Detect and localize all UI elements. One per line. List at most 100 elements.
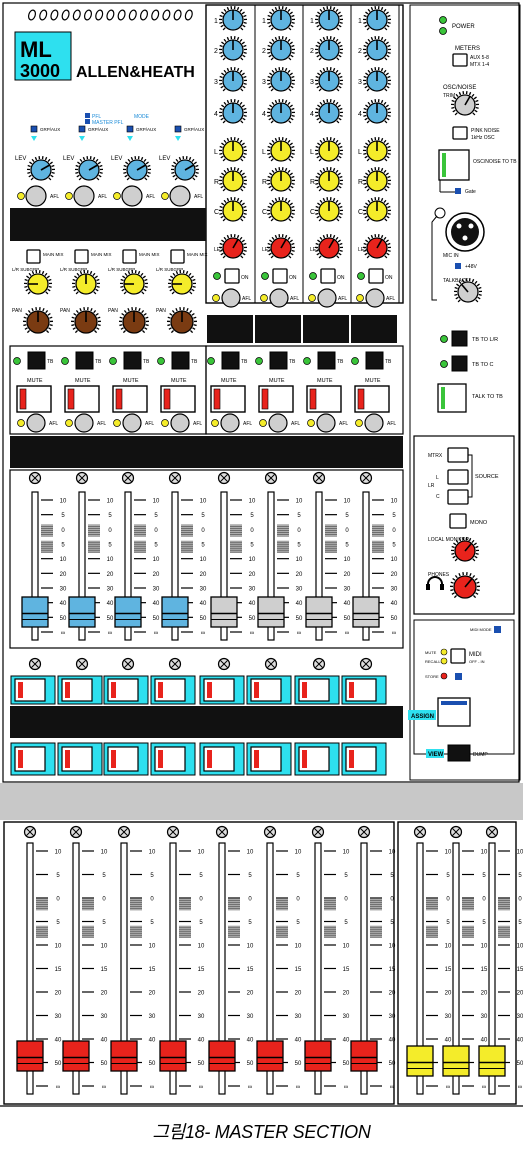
matrix-strip-2-knob-7[interactable] (266, 197, 296, 222)
fader-cap[interactable] (210, 596, 238, 628)
fader-cap[interactable] (62, 1040, 90, 1072)
group-strip-3-main-mix-button[interactable] (122, 249, 137, 264)
mono-button[interactable] (449, 513, 467, 529)
matrix-strip-3-tb-button[interactable] (317, 351, 336, 370)
matrix-strip-1-knob-2[interactable] (218, 36, 248, 61)
matrix-strip-4-knob-3[interactable] (362, 67, 392, 92)
matrix-strip-2-tb-button[interactable] (269, 351, 288, 370)
matrix-strip-3-knob-7[interactable] (314, 197, 344, 222)
source-c-button[interactable] (447, 489, 469, 505)
group-strip-3-subgrp-knob[interactable] (119, 270, 149, 295)
matrix-strip-3-knob-5[interactable] (314, 137, 344, 162)
group-strip-4-main-mix-button[interactable] (170, 249, 185, 264)
matrix-strip-3-knob-4[interactable] (314, 99, 344, 124)
matrix-strip-4-afl-button[interactable] (365, 288, 385, 308)
matrix-strip-4-knob-2[interactable] (362, 36, 392, 61)
fader-cap[interactable] (304, 1040, 332, 1072)
matrix-strip-4-afl2-button[interactable] (364, 413, 384, 433)
matrix-strip-3-afl-button[interactable] (317, 288, 337, 308)
phantom-led[interactable] (455, 263, 461, 269)
matrix-strip-2-knob-3[interactable] (266, 67, 296, 92)
source-lr-button[interactable] (447, 469, 469, 485)
group-strip-2-main-mix-button[interactable] (74, 249, 89, 264)
matrix-strip-1-knob-6[interactable] (218, 167, 248, 192)
group-strip-3-lev-knob[interactable] (122, 156, 152, 181)
group-strip-3-pan-knob[interactable] (118, 307, 150, 334)
fader-cap[interactable] (208, 1040, 236, 1072)
midi-mode-led[interactable] (494, 626, 501, 633)
group-strip-2-afl2-button[interactable] (74, 413, 94, 433)
group-strip-1-pan-knob[interactable] (22, 307, 54, 334)
gate-led[interactable] (455, 188, 461, 194)
group-strip-4-pan-knob[interactable] (166, 307, 198, 334)
matrix-strip-2-afl2-button[interactable] (268, 413, 288, 433)
matrix-strip-2-knob-5[interactable] (266, 137, 296, 162)
group-strip-1-subgrp-knob[interactable] (23, 270, 53, 295)
phones-knob[interactable] (449, 572, 481, 599)
matrix-strip-1-knob-3[interactable] (218, 67, 248, 92)
fader-cap[interactable] (159, 1040, 187, 1072)
midi-button[interactable] (450, 648, 466, 664)
group-strip-3-grp-aux-led[interactable] (126, 125, 134, 133)
matrix-strip-4-knob-5[interactable] (362, 137, 392, 162)
tb-to-c-button[interactable] (451, 355, 468, 372)
group-strip-2-subgrp-knob[interactable] (71, 270, 101, 295)
fader-cap[interactable] (478, 1045, 506, 1077)
local-monitor-knob[interactable] (450, 537, 480, 562)
group-strip-3-afl-button[interactable] (121, 185, 143, 207)
group-strip-2-afl-button[interactable] (73, 185, 95, 207)
matrix-strip-4-knob-4[interactable] (362, 99, 392, 124)
view-dump-button[interactable] (447, 744, 471, 762)
matrix-strip-1-knob-7[interactable] (218, 197, 248, 222)
matrix-strip-1-knob-8[interactable] (218, 234, 248, 259)
matrix-strip-3-on-button[interactable] (320, 268, 336, 284)
fader-cap[interactable] (16, 1040, 44, 1072)
matrix-strip-3-knob-3[interactable] (314, 67, 344, 92)
matrix-strip-2-knob-2[interactable] (266, 36, 296, 61)
group-strip-3-tb-button[interactable] (123, 351, 142, 370)
store-button[interactable] (455, 673, 462, 680)
matrix-strip-2-knob-4[interactable] (266, 99, 296, 124)
matrix-strip-4-knob-1[interactable] (362, 6, 392, 31)
matrix-strip-4-on-button[interactable] (368, 268, 384, 284)
matrix-strip-1-on-button[interactable] (224, 268, 240, 284)
matrix-strip-4-knob-7[interactable] (362, 197, 392, 222)
source-mtrx-button[interactable] (447, 447, 469, 463)
matrix-strip-3-knob-1[interactable] (314, 6, 344, 31)
group-strip-2-grp-aux-led[interactable] (78, 125, 86, 133)
fader-cap[interactable] (256, 1040, 284, 1072)
matrix-strip-4-knob-8[interactable] (362, 234, 392, 259)
fader-cap[interactable] (257, 596, 285, 628)
group-strip-4-tb-button[interactable] (171, 351, 190, 370)
talkback-level-knob[interactable] (453, 278, 483, 303)
matrix-strip-2-on-button[interactable] (272, 268, 288, 284)
fader-cap[interactable] (406, 1045, 434, 1077)
osc-trim-knob[interactable] (450, 91, 480, 116)
matrix-strip-3-knob-8[interactable] (314, 234, 344, 259)
group-strip-1-tb-button[interactable] (27, 351, 46, 370)
matrix-strip-1-knob-4[interactable] (218, 99, 248, 124)
fader-cap[interactable] (21, 596, 49, 628)
fader-cap[interactable] (114, 596, 142, 628)
group-strip-4-subgrp-knob[interactable] (167, 270, 197, 295)
tb-to-lr-button[interactable] (451, 330, 468, 347)
group-strip-1-main-mix-button[interactable] (26, 249, 41, 264)
fader-cap[interactable] (305, 596, 333, 628)
matrix-strip-3-knob-2[interactable] (314, 36, 344, 61)
group-strip-2-lev-knob[interactable] (74, 156, 104, 181)
group-strip-1-grp-aux-led[interactable] (30, 125, 38, 133)
